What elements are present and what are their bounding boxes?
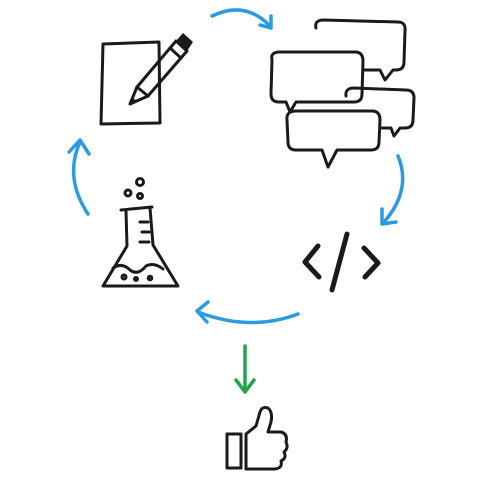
arrow-discuss-to-code xyxy=(380,154,405,226)
thumbs-up-icon xyxy=(225,406,289,471)
paper-pencil-icon xyxy=(99,33,193,126)
flask-icon xyxy=(101,177,180,288)
speech-bubbles-icon xyxy=(269,18,416,169)
arrow-write-to-discuss xyxy=(210,8,273,30)
arrow-code-to-approve xyxy=(234,344,256,394)
arrow-code-to-experiment xyxy=(195,300,300,325)
arrow-experiment-to-write xyxy=(67,138,91,216)
code-brackets-icon xyxy=(302,231,381,293)
